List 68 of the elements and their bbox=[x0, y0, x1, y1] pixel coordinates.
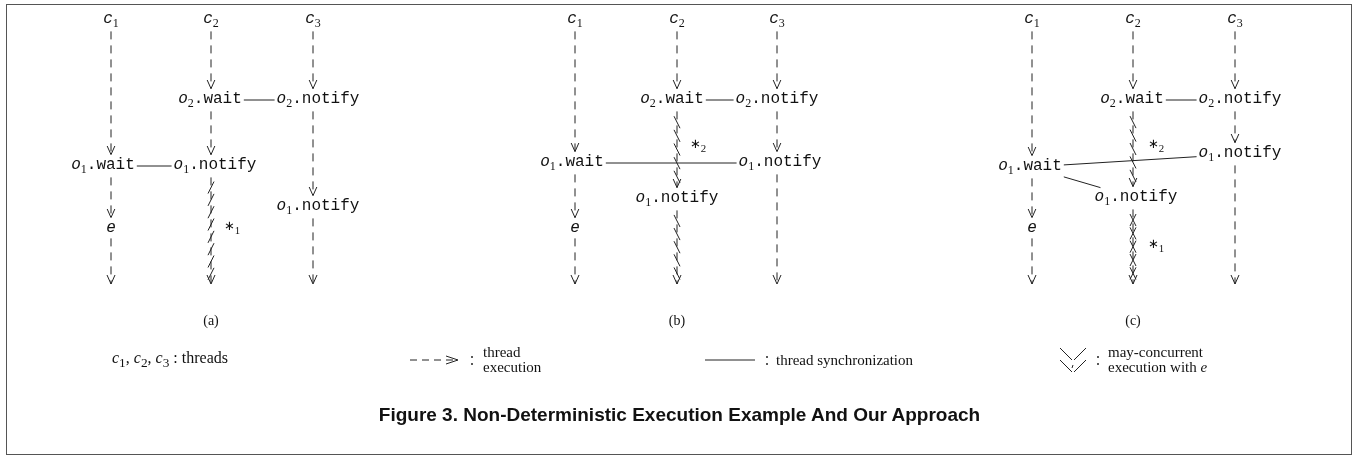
sync-line bbox=[605, 162, 738, 164]
dashed-arrow bbox=[1128, 30, 1138, 90]
dashed-arrow bbox=[106, 30, 116, 156]
sync-line bbox=[1063, 176, 1101, 189]
dashed-arrow bbox=[772, 173, 782, 285]
dashed-arrow bbox=[308, 30, 318, 90]
event-label: o$_{1}$.notify bbox=[737, 153, 823, 173]
event-label: o$_{1}$.notify bbox=[1093, 188, 1179, 208]
dashed-arrow bbox=[1230, 110, 1240, 144]
event-label: c$_{3}$ bbox=[768, 10, 786, 30]
annotation-label: ∗$_{2}$ bbox=[689, 137, 707, 155]
event-label: e bbox=[105, 219, 117, 237]
dashed-arrow bbox=[672, 30, 682, 90]
event-label: o$_{1}$.wait bbox=[70, 156, 136, 176]
sync-line bbox=[136, 165, 173, 167]
legend-text: thread execution bbox=[483, 345, 543, 375]
event-label: e bbox=[569, 219, 581, 237]
sync-line bbox=[1063, 156, 1198, 166]
annotation-label: ∗$_{1}$ bbox=[1147, 237, 1165, 255]
event-label: c$_{2}$ bbox=[668, 10, 686, 30]
legend-text: c$_{1}$, c$_{2}$, c$_{3}$ : threads bbox=[112, 349, 228, 371]
sync-line bbox=[705, 99, 735, 101]
dashed-arrow bbox=[570, 30, 580, 153]
event-label: o$_{1}$.wait bbox=[539, 153, 605, 173]
annotation-label: ∗$_{2}$ bbox=[1147, 137, 1165, 155]
dashed-arrow bbox=[206, 110, 216, 156]
annotation-label: (b) bbox=[668, 313, 686, 329]
annotation-label: (a) bbox=[203, 313, 219, 329]
event-label: c$_{1}$ bbox=[102, 10, 120, 30]
event-label: o$_{1}$.notify bbox=[275, 197, 361, 217]
event-label: c$_{3}$ bbox=[1226, 10, 1244, 30]
event-label: c$_{1}$ bbox=[566, 10, 584, 30]
event-label: o$_{2}$.notify bbox=[1197, 90, 1283, 110]
event-label: c$_{1}$ bbox=[1023, 10, 1041, 30]
event-label: o$_{1}$.notify bbox=[634, 189, 720, 209]
dashed-arrow bbox=[1027, 237, 1037, 285]
annotation-label: ∗$_{1}$ bbox=[223, 219, 241, 237]
legend-text: thread synchronization bbox=[776, 352, 915, 368]
event-label: c$_{2}$ bbox=[1124, 10, 1142, 30]
dashed-arrow bbox=[1027, 30, 1037, 157]
event-label: o$_{2}$.wait bbox=[177, 90, 243, 110]
event-label: o$_{2}$.notify bbox=[275, 90, 361, 110]
legend-text: may-concurrent execution with e bbox=[1108, 345, 1209, 375]
dashed-arrow bbox=[772, 110, 782, 153]
dashed-arrow bbox=[308, 217, 318, 285]
event-label: o$_{2}$.wait bbox=[639, 90, 705, 110]
dashed-arrow bbox=[308, 110, 318, 197]
event-label: o$_{2}$.notify bbox=[734, 90, 820, 110]
dashed-arrow bbox=[570, 173, 580, 219]
figure-caption: Figure 3. Non-Deterministic Execution Example And Our Approach bbox=[377, 404, 982, 426]
dashed-arrow bbox=[772, 30, 782, 90]
dashed-arrow bbox=[1027, 177, 1037, 219]
dashed-arrow bbox=[570, 237, 580, 285]
sync-line bbox=[1165, 99, 1198, 101]
sync-line bbox=[243, 99, 276, 101]
event-label: e bbox=[1026, 219, 1038, 237]
dashed-arrow bbox=[106, 237, 116, 285]
dashed-arrow bbox=[1230, 30, 1240, 90]
event-label: o$_{2}$.wait bbox=[1099, 90, 1165, 110]
annotation-label: (c) bbox=[1125, 313, 1141, 329]
event-label: o$_{1}$.notify bbox=[172, 156, 258, 176]
dashed-arrow bbox=[106, 176, 116, 219]
event-label: o$_{1}$.notify bbox=[1197, 144, 1283, 164]
event-label: c$_{3}$ bbox=[304, 10, 322, 30]
event-label: c$_{2}$ bbox=[202, 10, 220, 30]
event-label: o$_{1}$.wait bbox=[997, 157, 1063, 177]
dashed-arrow bbox=[1230, 164, 1240, 285]
dashed-arrow bbox=[206, 30, 216, 90]
